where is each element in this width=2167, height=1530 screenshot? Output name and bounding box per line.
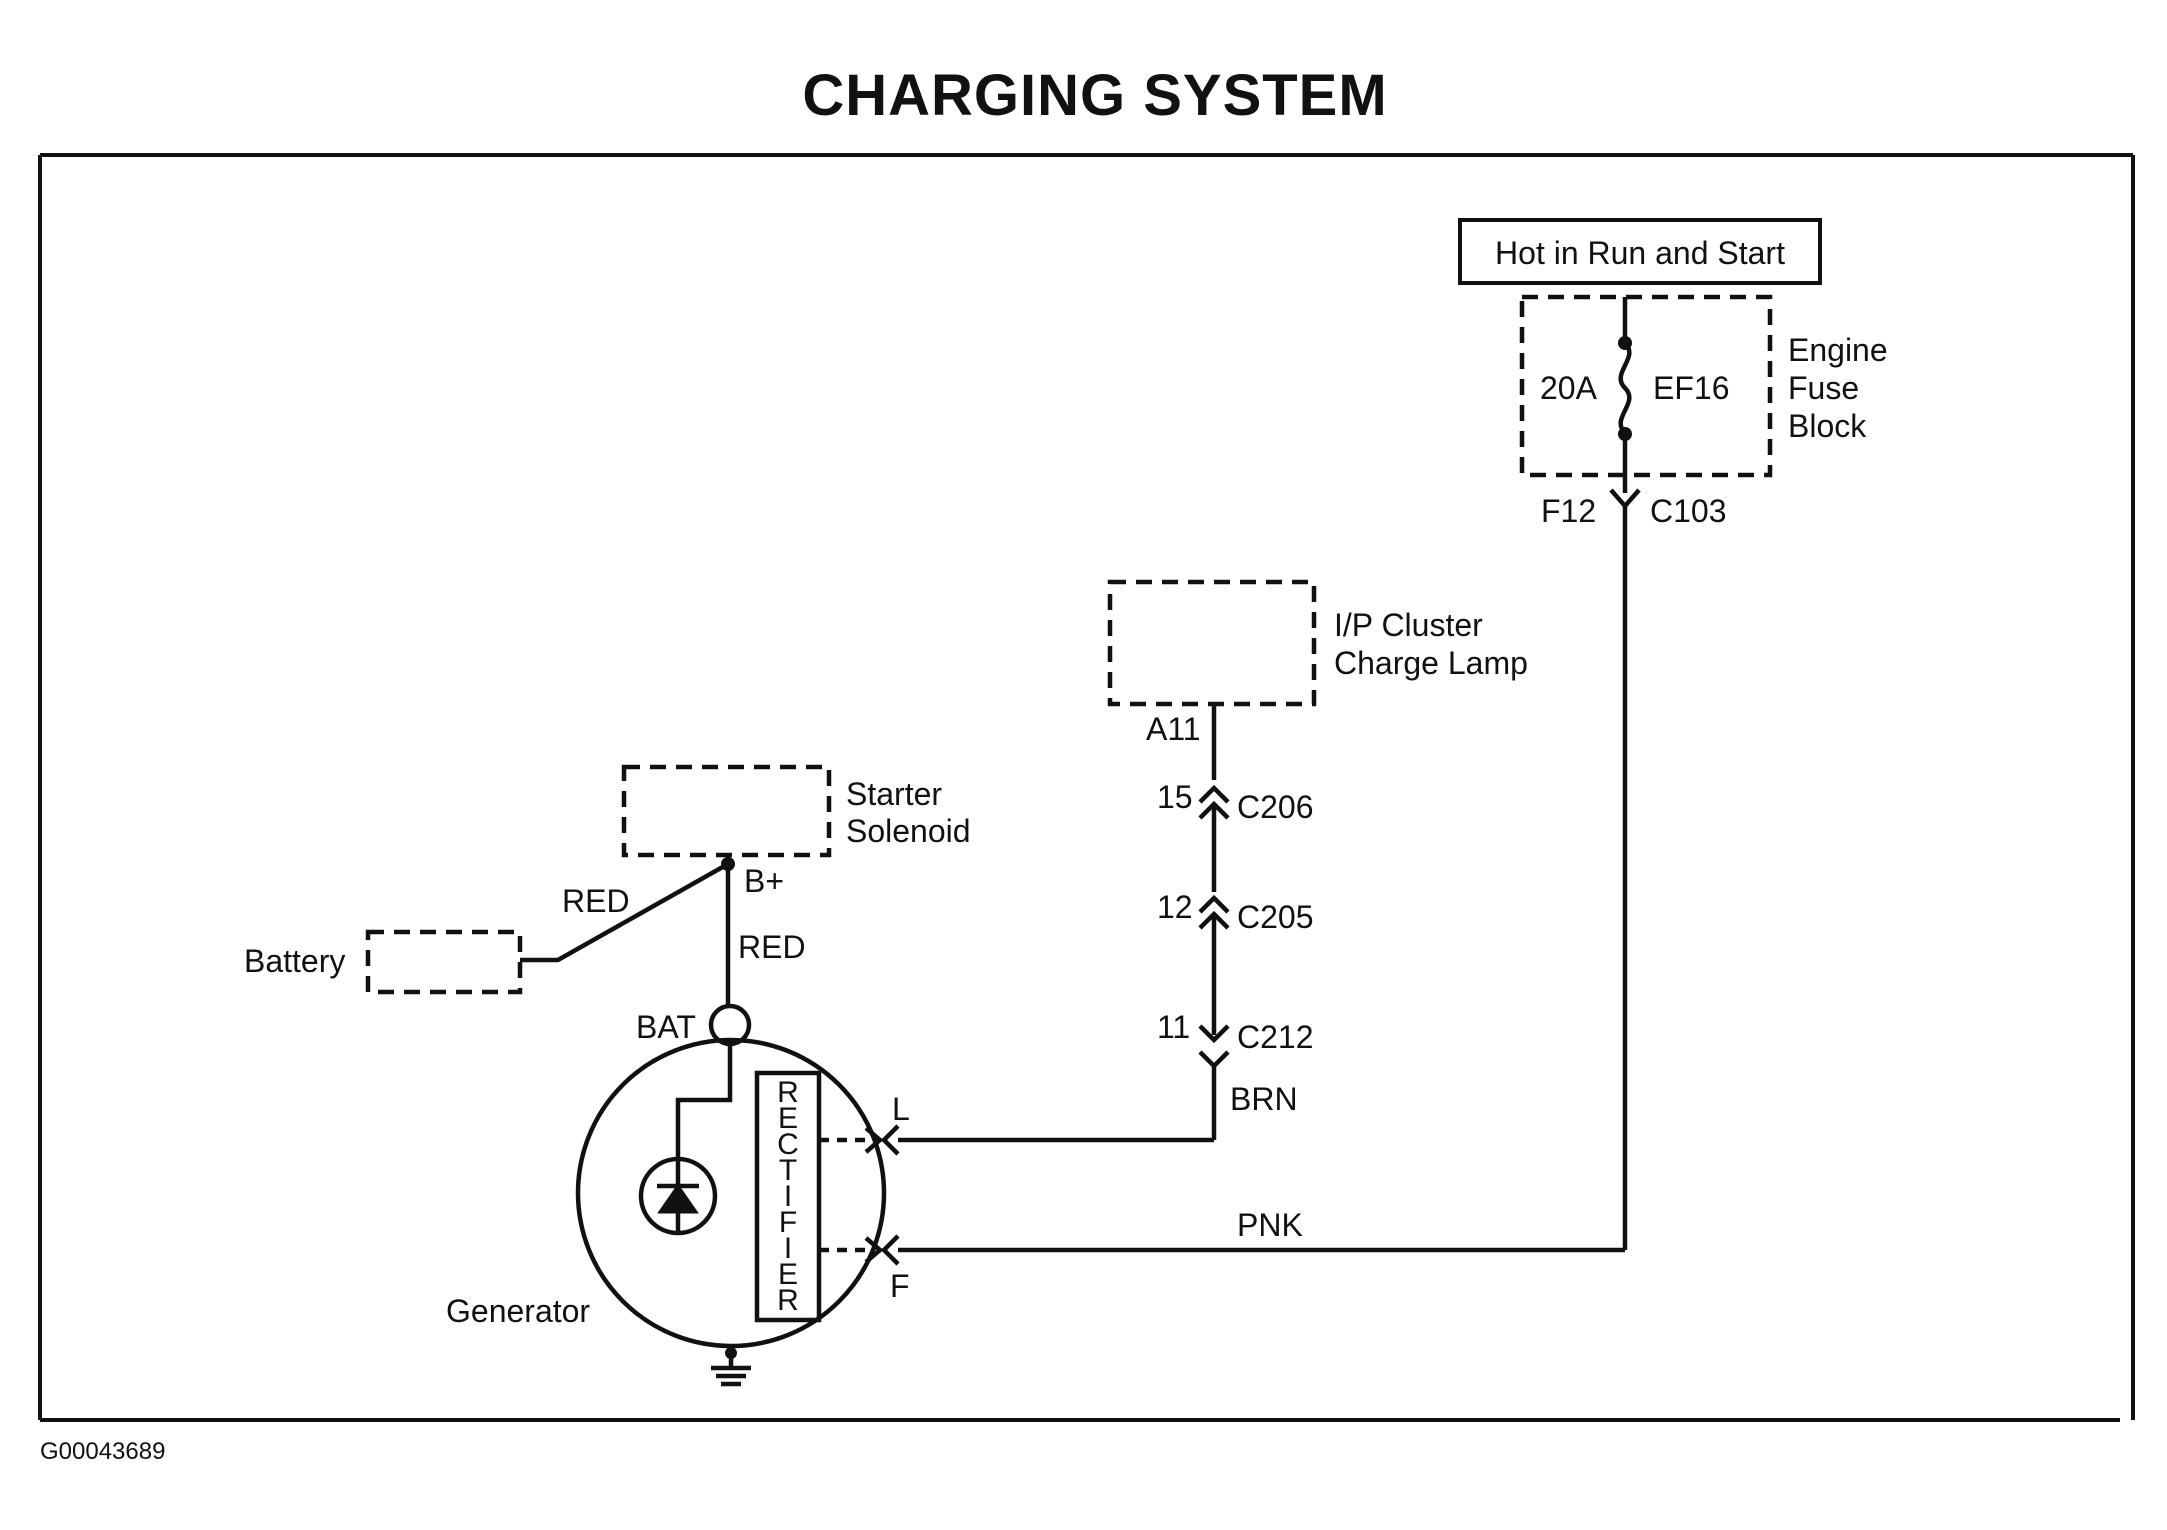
starter-name-1: Starter	[846, 776, 942, 812]
b-plus-terminal: B+	[744, 863, 784, 899]
pnk-wire-label: PNK	[1237, 1207, 1303, 1243]
fuse-ef16-symbol	[1618, 341, 1632, 435]
c206-pin: 15	[1157, 779, 1193, 815]
power-source-label: Hot in Run and Start	[1495, 235, 1785, 271]
fuse-block-name-2: Fuse	[1788, 370, 1859, 406]
rectifier-letters: R E C T I F I E R	[777, 1076, 799, 1317]
ip-cluster-box	[1107, 579, 1317, 707]
starter-name-2: Solenoid	[846, 813, 971, 849]
l-terminal-label: L	[892, 1091, 910, 1127]
generator-label: Generator	[446, 1293, 590, 1329]
fuse-name: EF16	[1653, 370, 1729, 406]
fuse-rating: 20A	[1540, 370, 1598, 406]
c206-connector-symbol	[1198, 784, 1230, 804]
rectifier-letter: E	[778, 1102, 798, 1135]
battery-red-wire	[520, 862, 730, 963]
l-terminal-connector	[880, 1124, 900, 1156]
fuse-node-bottom	[1618, 427, 1632, 441]
starter-solenoid-box	[621, 764, 832, 858]
c103-name: C103	[1650, 493, 1727, 529]
rectifier-letter: I	[784, 1180, 792, 1213]
c103-pin: F12	[1541, 493, 1596, 529]
rectifier-letter: R	[777, 1284, 799, 1317]
figure-id: G00043689	[40, 1438, 166, 1465]
brn-wire-label: BRN	[1230, 1081, 1298, 1117]
page-title: CHARGING SYSTEM	[802, 63, 1388, 128]
rectifier-letter: R	[777, 1076, 799, 1109]
c212-name: C212	[1237, 1019, 1314, 1055]
fuse-block-name-3: Block	[1788, 408, 1867, 444]
c205-pin: 12	[1157, 889, 1193, 925]
c212-connector-symbol	[1198, 1024, 1230, 1044]
rectifier-letter: F	[779, 1206, 797, 1239]
generator-internal-wire	[675, 1044, 733, 1160]
c205-name: C205	[1237, 899, 1314, 935]
battery-label: Battery	[244, 943, 345, 979]
battery-red-label: RED	[562, 883, 630, 919]
f-terminal-connector	[880, 1234, 900, 1266]
f-arrow-icon	[864, 1236, 884, 1264]
rectifier-letter: I	[784, 1232, 792, 1265]
ip-cluster-name-1: I/P Cluster	[1334, 607, 1483, 643]
rectifier-letter: T	[779, 1154, 797, 1187]
battery-box	[365, 929, 523, 995]
c205-connector-symbol	[1198, 894, 1230, 914]
l-arrow-icon	[864, 1126, 884, 1154]
fuse-node-top	[1618, 336, 1632, 350]
c206-name: C206	[1237, 789, 1314, 825]
rectifier-letter: C	[777, 1128, 799, 1161]
f-terminal-label: F	[890, 1268, 910, 1304]
bat-terminal-label: BAT	[636, 1009, 696, 1045]
ip-cluster-name-2: Charge Lamp	[1334, 645, 1528, 681]
cluster-pin: A11	[1146, 711, 1201, 747]
power-source-box	[1458, 218, 1822, 285]
diode-icon	[657, 1183, 699, 1214]
ground-node	[725, 1347, 737, 1359]
c212-mate	[1198, 1050, 1230, 1070]
c212-pin: 11	[1157, 1009, 1190, 1045]
rectifier-box	[754, 1070, 822, 1323]
c206-mate	[1198, 800, 1230, 820]
rectifier-letter: E	[778, 1258, 798, 1291]
engine-fuse-block	[1519, 294, 1773, 478]
generator-red-label: RED	[738, 929, 806, 965]
fuse-block-name-1: Engine	[1788, 332, 1888, 368]
